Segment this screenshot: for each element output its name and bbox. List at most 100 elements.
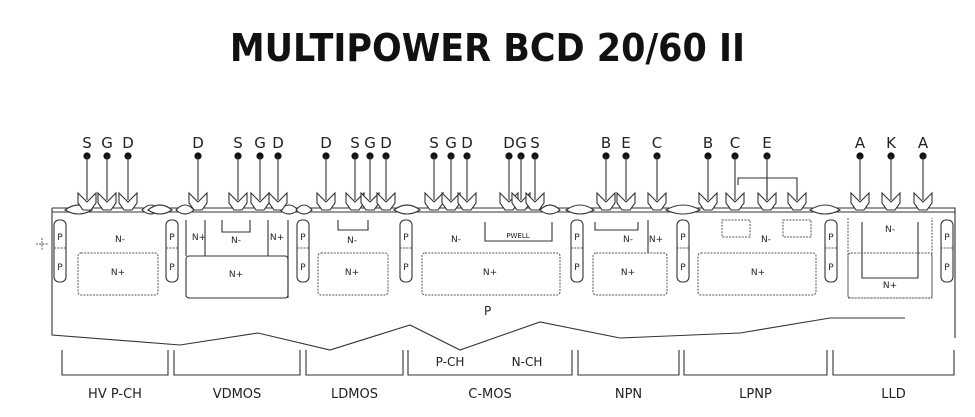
terminal-d: D <box>118 134 138 211</box>
terminal-a: A <box>850 134 870 211</box>
region-label-p: P <box>828 233 834 243</box>
contact-icon <box>596 191 616 211</box>
contact-icon <box>757 191 777 211</box>
terminal-b: B <box>596 134 616 211</box>
terminal-s: S <box>345 134 365 211</box>
region-label: N+ <box>483 268 497 278</box>
terminal-d: D <box>268 134 288 211</box>
terminal-g: G <box>441 134 461 211</box>
group-label: NPN <box>615 387 642 402</box>
group-label: C-MOS <box>468 387 511 402</box>
contact-icon <box>77 191 97 211</box>
lpnp-collector <box>721 219 751 238</box>
terminal-label: G <box>101 134 113 152</box>
terminal-label: D <box>320 134 332 152</box>
contact-icon <box>97 191 117 211</box>
group-label: LPNP <box>739 387 772 402</box>
terminal-c: C <box>725 134 745 211</box>
region-label: N+ <box>751 268 765 278</box>
group-label: HV P-CH <box>88 387 142 402</box>
edge-marker <box>36 238 48 250</box>
lld-outer <box>847 218 933 299</box>
isolation-p-column: PP <box>296 219 310 283</box>
region-label-pwell: PWELL <box>506 232 529 240</box>
isolation-p-column: PP <box>824 219 838 283</box>
region-label: N- <box>347 236 357 246</box>
isolation-p-column: PP <box>399 219 413 283</box>
region-label-p: P <box>680 233 686 243</box>
group-bracket <box>305 350 404 376</box>
contact-icon <box>647 191 667 211</box>
region-label-p: P <box>57 233 63 243</box>
buried-layer <box>697 252 817 296</box>
region-label: N- <box>451 235 461 245</box>
terminal-g: G <box>511 134 531 211</box>
terminal-label: S <box>82 134 92 152</box>
region-label: N+ <box>192 233 206 243</box>
terminal-e: E <box>616 134 636 211</box>
region-label-p: P <box>169 263 175 273</box>
region-label: N- <box>885 225 895 235</box>
group-bracket <box>61 350 169 376</box>
region-label: N+ <box>345 268 359 278</box>
terminal-label: G <box>515 134 527 152</box>
npn-base <box>594 222 639 231</box>
lpnp-collector <box>782 219 812 238</box>
contact-icon <box>913 191 933 211</box>
contact-icon <box>616 191 636 211</box>
contact-icon <box>787 191 807 211</box>
contact-icon <box>725 191 745 211</box>
buried-layer <box>421 252 561 296</box>
terminal-label: D <box>272 134 284 152</box>
lld-inner <box>861 222 919 279</box>
diagram-title: MULTIPOWER BCD 20/60 II <box>229 26 746 70</box>
contact-icon <box>424 191 444 211</box>
terminal-label: D <box>122 134 134 152</box>
contact-icon <box>376 191 396 211</box>
device-wells <box>77 218 933 299</box>
contact-icon <box>316 191 336 211</box>
cmos-sub-label-nch: N-CH <box>512 355 543 369</box>
contact-icon <box>850 191 870 211</box>
contact-icon <box>511 191 531 211</box>
terminal-g: G <box>360 134 380 211</box>
region-label-p: P <box>300 233 306 243</box>
region-label: N+ <box>621 268 635 278</box>
cmos-sub-label-pch: P-CH <box>436 355 465 369</box>
region-label-p: P <box>169 233 175 243</box>
region-label-p: P <box>680 263 686 273</box>
contact-icon <box>268 191 288 211</box>
region-label-p: P <box>944 263 950 273</box>
group-c-mos: C-MOS <box>407 350 573 402</box>
terminal-label: C <box>652 134 662 152</box>
group-label: LLD <box>881 387 906 402</box>
contact-icon <box>525 191 545 211</box>
contact-icon <box>457 191 477 211</box>
group-ldmos: LDMOS <box>305 350 404 402</box>
region-label: N- <box>761 235 771 245</box>
terminal-s: S <box>525 134 545 211</box>
field-oxide-segment <box>393 204 421 215</box>
group-lld: LLD <box>832 350 955 402</box>
buried-layer <box>592 252 668 296</box>
field-oxide <box>64 204 842 215</box>
terminal-label: G <box>445 134 457 152</box>
terminal-label: D <box>192 134 204 152</box>
contact-icon <box>881 191 901 211</box>
region-label-p: P <box>574 233 580 243</box>
terminal-label: D <box>461 134 473 152</box>
terminal-g: G <box>97 134 117 211</box>
terminal-s: S <box>424 134 444 211</box>
terminal-d: D <box>376 134 396 211</box>
field-oxide-segment <box>808 204 842 215</box>
region-label: N+ <box>649 235 663 245</box>
region-label: N- <box>115 235 125 245</box>
region-label: N- <box>623 235 633 245</box>
terminal-d: D <box>457 134 477 211</box>
region-label-p: P <box>944 233 950 243</box>
vdmos-body <box>221 220 251 233</box>
buried-layer <box>77 252 159 296</box>
isolation-p-column: PP <box>570 219 584 283</box>
